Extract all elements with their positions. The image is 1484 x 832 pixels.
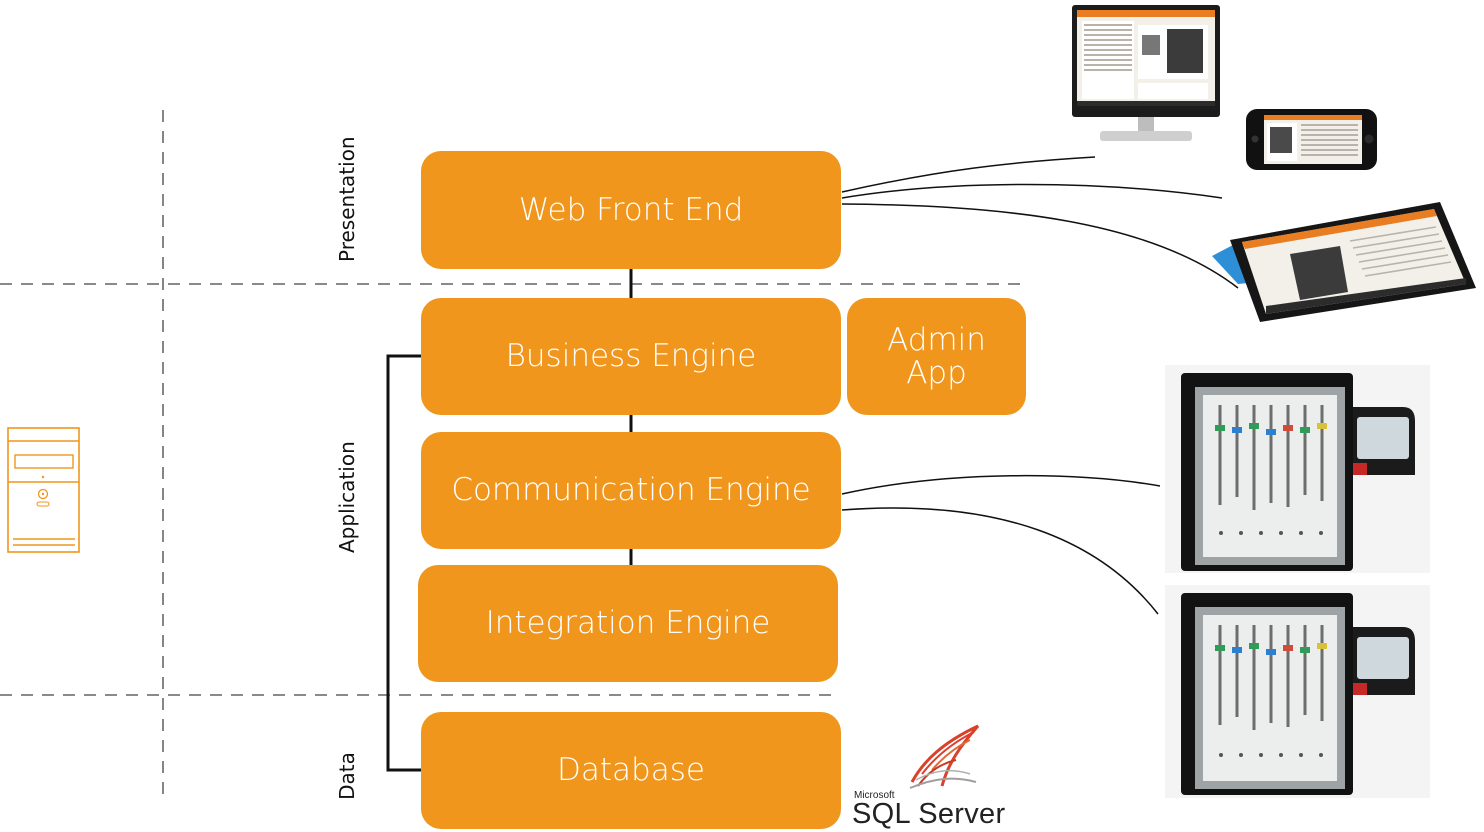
bracket-business-database (386, 354, 422, 772)
admin-app-label-line1: Admin (887, 321, 986, 358)
sql-server-logo-graphic (909, 724, 980, 789)
key-cabinet-icon (1165, 585, 1430, 798)
curve-web-monitor (841, 156, 1096, 193)
key-cabinet-icon (1165, 365, 1430, 573)
desktop-monitor-icon (1072, 5, 1220, 141)
sql-server-product: SQL Server (852, 798, 1006, 830)
layer-label-application: Application (335, 441, 359, 553)
business-engine-box: Business Engine (421, 298, 841, 415)
admin-app-box: Admin App (847, 298, 1026, 415)
curve-web-tablet (841, 203, 1239, 289)
web-front-end-label: Web Front End (518, 191, 744, 228)
integration-engine-box: Integration Engine (418, 565, 838, 682)
sql-server-logo: Microsoft SQL Server (850, 716, 1010, 830)
sql-server-brand: Microsoft (854, 790, 895, 801)
server-tower-icon (7, 427, 80, 553)
layer-label-data: Data (335, 752, 359, 800)
layer-label-presentation: Presentation (335, 136, 359, 262)
business-engine-label: Business Engine (505, 338, 757, 375)
integration-engine-label: Integration Engine (485, 605, 771, 642)
communication-engine-box: Communication Engine (421, 432, 841, 549)
communication-engine-label: Communication Engine (451, 472, 811, 509)
database-label: Database (557, 752, 705, 789)
curve-comm-cabinet-1 (841, 474, 1161, 495)
web-front-end-box: Web Front End (421, 151, 841, 269)
admin-app-label-line2: App (906, 354, 967, 391)
database-box: Database (421, 712, 841, 829)
curve-comm-cabinet-2 (841, 507, 1159, 615)
tablet-icon (1212, 202, 1476, 322)
curve-web-phone (841, 183, 1223, 199)
smartphone-icon (1246, 109, 1377, 170)
